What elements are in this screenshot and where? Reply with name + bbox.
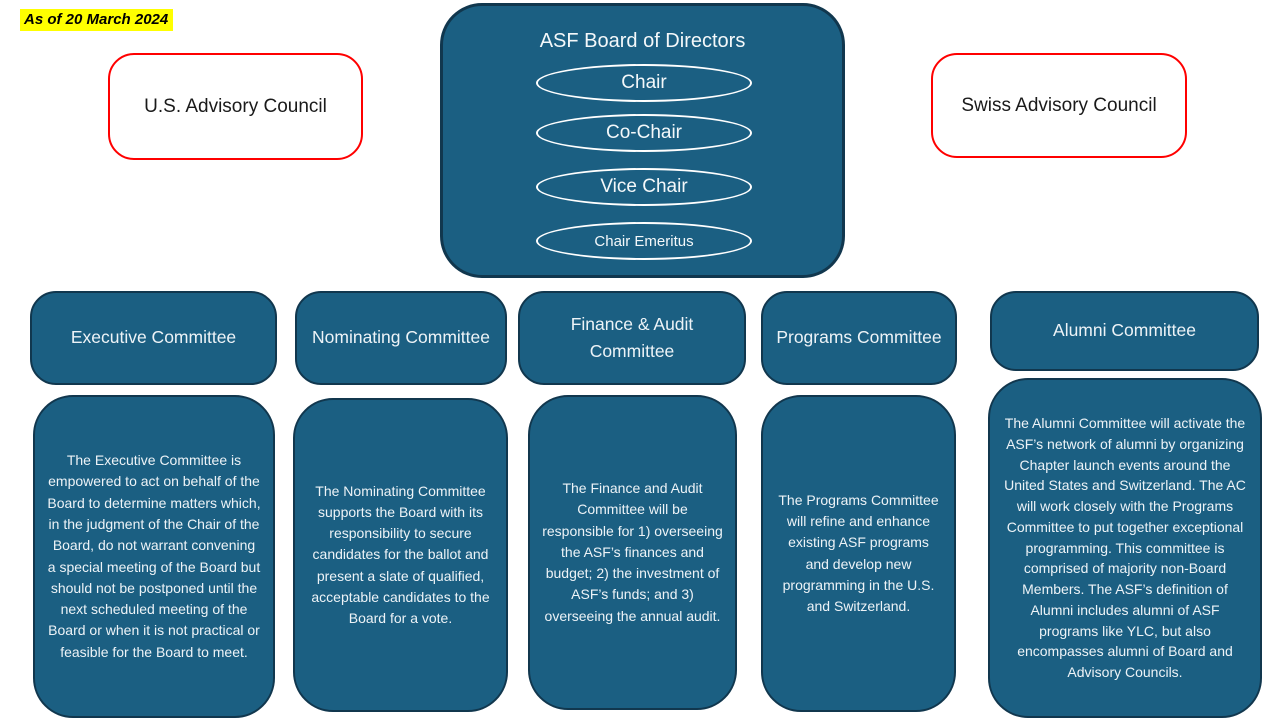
committee-description-executive: The Executive Committee is empowered to … xyxy=(33,395,275,718)
role-oval-vice-chair: Vice Chair xyxy=(536,168,752,206)
committee-description-finance-audit: The Finance and Audit Committee will be … xyxy=(528,395,737,710)
committee-name: Finance & Audit Committee xyxy=(570,313,694,361)
role-label-chair: Chair xyxy=(621,72,667,93)
as-of-date-label: As of 20 March 2024 xyxy=(20,9,174,31)
swiss-advisory-council-box: Swiss Advisory Council xyxy=(931,53,1187,158)
role-oval-co-chair: Co-Chair xyxy=(536,114,752,152)
role-oval-chair-emeritus: Chair Emeritus xyxy=(536,222,752,260)
committee-header-nominating: Nominating Committee xyxy=(295,291,507,385)
board-title: ASF Board of Directors xyxy=(539,30,746,52)
committee-description-text: The Executive Committee is empowered to … xyxy=(47,452,261,660)
committee-description-text: The Programs Committee will refine and e… xyxy=(778,491,939,615)
role-oval-chair: Chair xyxy=(536,64,752,102)
committee-header-alumni: Alumni Committee xyxy=(990,291,1259,371)
us-advisory-council-label: U.S. Advisory Council xyxy=(144,95,327,117)
committee-description-text: The Nominating Committee supports the Bo… xyxy=(311,482,490,627)
role-label-co-chair: Co-Chair xyxy=(605,122,683,143)
committee-description-programs: The Programs Committee will refine and e… xyxy=(761,395,956,712)
committee-header-executive: Executive Committee xyxy=(30,291,277,385)
swiss-advisory-council-label: Swiss Advisory Council xyxy=(961,94,1157,116)
committee-name: Programs Committee xyxy=(776,327,942,348)
committee-description-nominating: The Nominating Committee supports the Bo… xyxy=(293,398,508,712)
committee-header-finance-audit: Finance & Audit Committee xyxy=(518,291,746,385)
committee-header-programs: Programs Committee xyxy=(761,291,957,385)
committee-name: Nominating Committee xyxy=(312,327,490,348)
committee-description-text: The Alumni Committee will activate the A… xyxy=(1004,415,1246,680)
board-of-directors-box: ASF Board of Directors Chair Co-Chair Vi… xyxy=(440,3,845,278)
role-label-chair-emeritus: Chair Emeritus xyxy=(594,232,694,250)
us-advisory-council-box: U.S. Advisory Council xyxy=(108,53,363,160)
committee-description-alumni: The Alumni Committee will activate the A… xyxy=(988,378,1262,718)
role-label-vice-chair: Vice Chair xyxy=(600,176,688,197)
committee-name: Executive Committee xyxy=(70,327,237,348)
committee-description-text: The Finance and Audit Committee will be … xyxy=(542,480,723,624)
committee-name: Alumni Committee xyxy=(1053,320,1196,341)
